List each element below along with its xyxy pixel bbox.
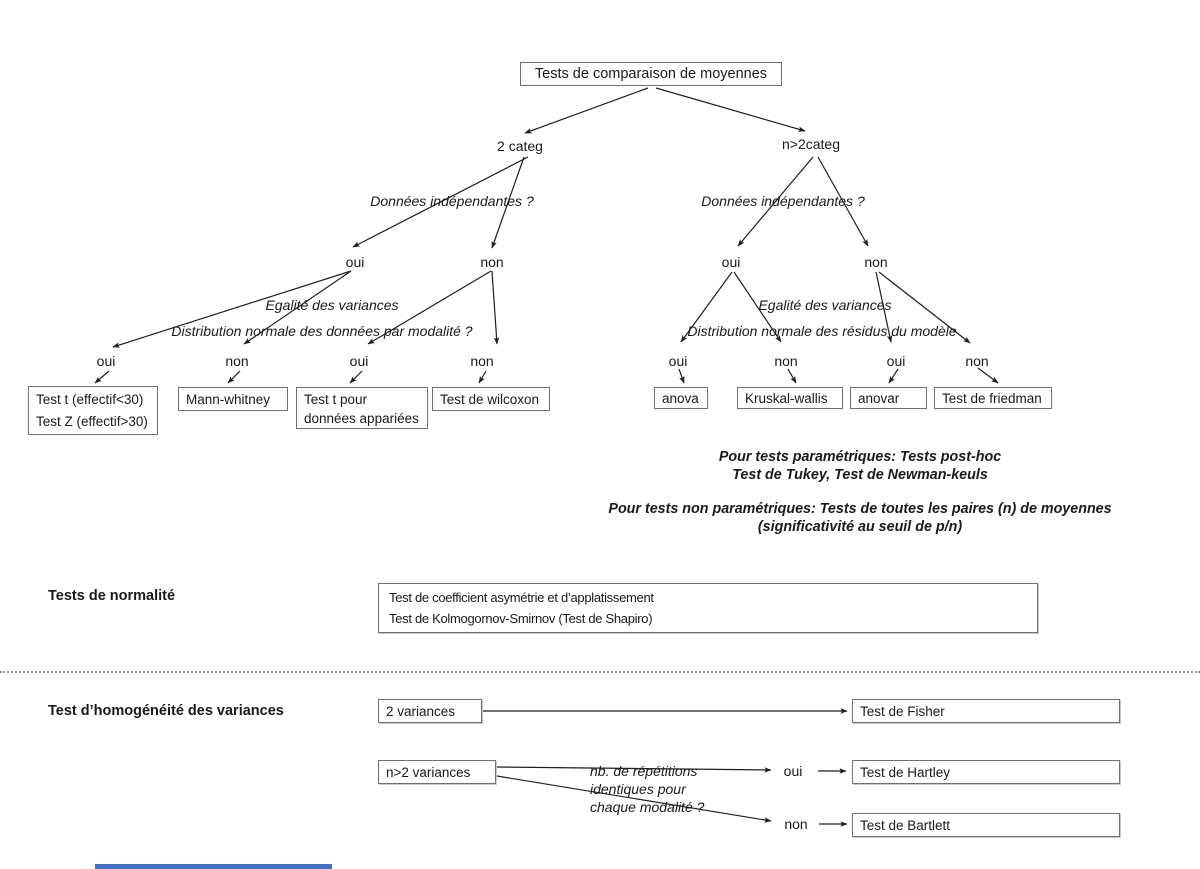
two-variances-label: 2 variances — [386, 703, 456, 719]
leaf-test-t-apparie-label: Test t pour données appariées — [304, 392, 419, 426]
edge-to-friedman — [977, 367, 999, 384]
edge-to-anova — [678, 368, 685, 384]
right-question-variance: Egalité des variances — [758, 297, 892, 313]
right-oui-label: oui — [721, 254, 741, 270]
edge-rnon-oui — [875, 271, 893, 343]
edge-roui-non — [733, 271, 782, 343]
edge-to-testt — [94, 370, 110, 384]
homogeneity-oui-label: oui — [783, 763, 803, 779]
n-variances-label: n>2 variances — [386, 764, 471, 780]
leaf-anova-label: anova — [662, 390, 699, 406]
fisher-test-label: Test de Fisher — [860, 703, 945, 719]
note-parametric-line2: Test de Tukey, Test de Newman-keuls — [732, 467, 988, 483]
edge-2categ-non — [491, 156, 525, 249]
two-variances-node: 2 variances — [378, 699, 482, 723]
leaf-anovar-label: anovar — [858, 390, 900, 406]
leaf-mann-whitney-label: Mann-whitney — [186, 391, 271, 407]
left-question-normality: Distribution normale des données par mod… — [171, 323, 473, 339]
leaf-friedman-label: Test de friedman — [942, 390, 1042, 406]
repetitions-question-line3: chaque modalité ? — [590, 799, 705, 815]
edge-ncateg-non — [817, 156, 869, 247]
branch-ncateg-label: n>2categ — [782, 136, 840, 152]
normality-test1-label: Test de coefficient asymétrie et d’appla… — [389, 590, 654, 605]
section-divider — [0, 671, 1200, 673]
normality-section-title: Tests de normalité — [48, 588, 176, 604]
leaf-test-t-apparie: Test t pour données appariées — [296, 387, 428, 429]
leaf-wilcoxon-label: Test de wilcoxon — [440, 391, 540, 407]
left-l3-non1: non — [225, 353, 249, 369]
leaf-mann-whitney: Mann-whitney — [178, 387, 288, 411]
right-l3-non1: non — [774, 353, 798, 369]
normality-tests-box: Test de coefficient asymétrie et d’appla… — [378, 583, 1038, 633]
edge-nvar-non — [496, 775, 772, 823]
left-oui-label: oui — [345, 254, 365, 270]
hartley-test-box: Test de Hartley — [852, 760, 1120, 784]
edge-ncateg-oui — [737, 156, 814, 247]
leaf-test-t-label: Test t (effectif<30) — [36, 392, 144, 408]
leaf-test-t-z: Test t (effectif<30) Test Z (effectif>30… — [28, 386, 158, 435]
edge-2categ-oui — [352, 156, 529, 248]
leaf-wilcoxon: Test de wilcoxon — [432, 387, 550, 411]
edge-rnon-non — [878, 271, 971, 344]
fisher-test-box: Test de Fisher — [852, 699, 1120, 723]
leaf-kruskal-wallis-label: Kruskal-wallis — [745, 390, 828, 406]
leaf-test-z-label: Test Z (effectif>30) — [36, 413, 148, 429]
edge-root-to-2categ — [524, 87, 649, 134]
edge-root-to-ncateg — [655, 87, 806, 132]
edge-to-kruskal — [787, 368, 797, 384]
right-question-normality: Distribution normale des résidus du modè… — [687, 323, 957, 339]
homogeneity-section-title: Test d’homogénéité des variances — [48, 703, 284, 719]
edge-loui-non — [243, 270, 352, 345]
note-nonparametric-line1: Pour tests non paramétriques: Tests de t… — [608, 501, 1112, 517]
bottom-accent-bar — [95, 864, 332, 869]
edge-to-wilcoxon — [478, 370, 487, 384]
note-nonparametric-line2: (significativité au seuil de p/n) — [757, 519, 963, 535]
edge-lnon-non — [491, 270, 500, 345]
left-non-label: non — [480, 254, 504, 270]
posthoc-notes: Pour tests paramétriques: Tests post-hoc… — [608, 448, 1111, 536]
edge-roui-oui — [680, 271, 733, 343]
right-l3-oui2: oui — [886, 353, 906, 369]
homogeneity-non-label: non — [784, 816, 808, 832]
leaf-kruskal-wallis: Kruskal-wallis — [737, 387, 843, 409]
note-parametric-line1: Pour tests paramétriques: Tests post-hoc — [718, 449, 1002, 465]
right-non-label: non — [864, 254, 888, 270]
hartley-test-label: Test de Hartley — [860, 764, 951, 780]
left-l3-non2: non — [470, 353, 494, 369]
repetitions-question-line2: identiques pour — [590, 781, 686, 797]
root-node-label: Tests de comparaison de moyennes — [534, 66, 768, 82]
bartlett-test-label: Test de Bartlett — [860, 817, 951, 833]
edge-nvar-oui — [496, 766, 772, 773]
right-l3-non2: non — [965, 353, 989, 369]
normality-test2-label: Test de Kolmogornov-Smirnov (Test de Sha… — [389, 611, 653, 626]
left-question-variance: Egalité des variances — [265, 297, 399, 313]
leaf-friedman: Test de friedman — [934, 387, 1052, 409]
edge-to-anovar — [888, 368, 899, 384]
root-node: Tests de comparaison de moyennes — [520, 62, 782, 86]
n-variances-node: n>2 variances — [378, 760, 496, 784]
leaf-anova: anova — [654, 387, 708, 409]
edge-to-mannwhitney — [227, 370, 241, 384]
branch-2categ-label: 2 categ — [497, 138, 543, 154]
leaf-anovar: anovar — [850, 387, 927, 409]
left-l3-oui2: oui — [349, 353, 369, 369]
left-l3-oui1: oui — [96, 353, 116, 369]
edge-lnon-oui — [367, 270, 492, 345]
edge-loui-oui — [112, 270, 352, 348]
left-question-independence: Données indépendantes ? — [370, 193, 534, 209]
repetitions-question-line1: nb. de répétitions — [590, 763, 698, 779]
right-question-independence: Données indépendantes ? — [701, 193, 865, 209]
edge-to-testt-apparie — [349, 370, 363, 384]
bartlett-test-box: Test de Bartlett — [852, 813, 1120, 837]
right-l3-oui1: oui — [668, 353, 688, 369]
